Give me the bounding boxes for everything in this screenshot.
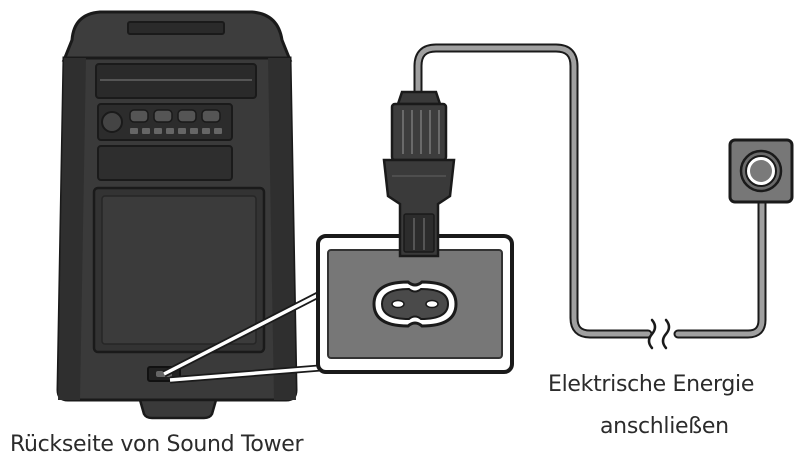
ac-inlet-icon	[372, 280, 458, 328]
wall-outlet-icon	[728, 138, 794, 204]
knob-icon	[101, 111, 123, 133]
cable-break-icon	[647, 318, 671, 350]
power-label-line1: Elektrische Energie	[548, 372, 755, 397]
power-cable	[413, 43, 767, 350]
sound-tower	[56, 10, 298, 420]
zoom-callout-lines	[162, 290, 322, 384]
device-back-label: Rückseite von Sound Tower	[10, 432, 304, 457]
zoom-box	[316, 234, 514, 374]
power-label-line2: anschließen	[600, 414, 729, 439]
power-plug-icon	[382, 90, 456, 258]
